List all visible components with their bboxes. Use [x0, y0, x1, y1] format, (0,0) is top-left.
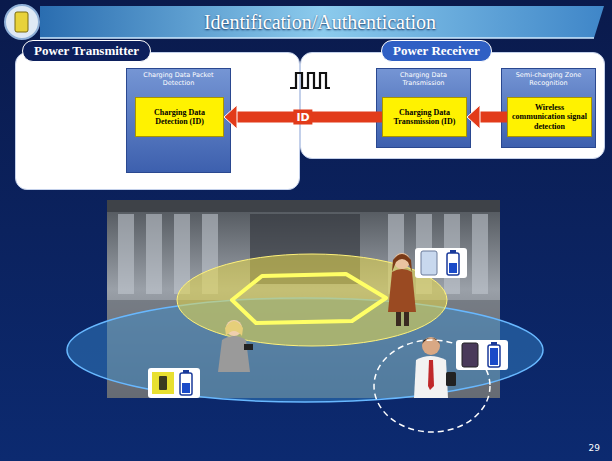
function-block: Semi-charging Zone RecognitionWireless c… — [501, 68, 596, 148]
edge-label: ID — [293, 110, 312, 125]
charging-zone-inner — [177, 254, 447, 346]
device-battery-icon — [456, 340, 508, 370]
panel-heading: Power Transmitter — [22, 40, 151, 62]
standing-woman — [388, 253, 416, 326]
box-label: Charging Data Detection (ID) — [136, 108, 223, 126]
signal-arrow — [467, 105, 507, 129]
box-label: Wireless communication signal detection — [508, 103, 591, 131]
block-heading: Charging Data Transmission — [377, 69, 470, 88]
arrow-head — [467, 105, 480, 129]
page-number: 29 — [589, 443, 600, 453]
process-box: Charging Data Transmission (ID) — [382, 97, 467, 137]
function-block: Charging Data Packet DetectionCharging D… — [126, 68, 231, 173]
device-battery-icon — [415, 248, 467, 278]
process-box: Wireless communication signal detection — [507, 97, 592, 137]
pulse-signal — [290, 73, 330, 88]
slide-title: Identification/Authentication — [40, 6, 600, 38]
panel-heading: Power Receiver — [381, 40, 492, 62]
device-panel: Power ReceiverCharging Data Transmission… — [300, 52, 605, 159]
arrow-shaft — [477, 112, 507, 123]
charging-pad-glow — [232, 274, 386, 323]
device-zone-circle — [374, 340, 490, 432]
process-box: Charging Data Detection (ID) — [135, 97, 224, 137]
device-battery-icon — [148, 368, 200, 398]
title-banner — [40, 6, 604, 38]
block-heading: Semi-charging Zone Recognition — [502, 69, 595, 88]
slide-icon — [5, 5, 39, 39]
banner-line — [40, 37, 594, 39]
box-label: Charging Data Transmission (ID) — [383, 108, 466, 126]
block-heading: Charging Data Packet Detection — [127, 69, 230, 88]
arrow-head — [224, 105, 237, 129]
seated-woman — [218, 320, 253, 372]
function-block: Charging Data TransmissionCharging Data … — [376, 68, 471, 148]
man-with-phone — [414, 337, 456, 398]
signal-arrow — [224, 105, 382, 129]
